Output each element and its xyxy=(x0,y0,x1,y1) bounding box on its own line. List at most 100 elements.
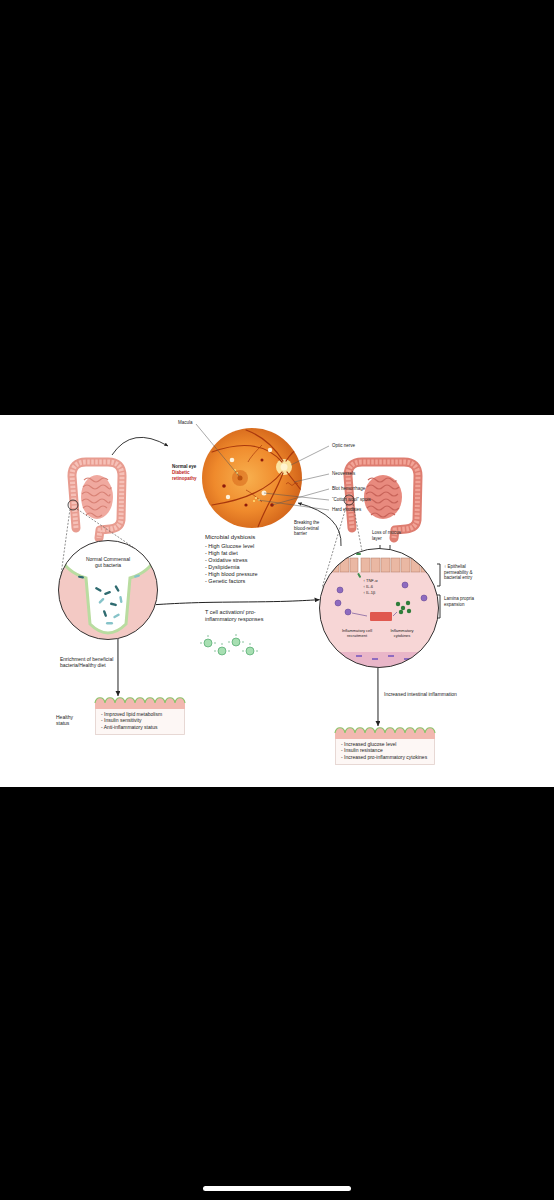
risk-factor: - Genetic factors xyxy=(205,578,305,585)
t-cells xyxy=(218,647,226,655)
outcome-item: - Improved lipid metabolism xyxy=(101,711,180,717)
panel-ground xyxy=(96,708,185,735)
left-intestine xyxy=(83,506,107,510)
circle-outline xyxy=(58,540,158,640)
eye-label: Hard exudates xyxy=(332,507,402,513)
fundus-image xyxy=(255,497,257,499)
inflamed-tissue xyxy=(347,553,351,555)
inflamed-tissue xyxy=(381,558,390,572)
healthy-crypt xyxy=(103,610,108,617)
inflamed-tissue xyxy=(407,609,411,613)
fundus-image xyxy=(226,495,230,499)
inflamed-tissue xyxy=(356,655,362,657)
left-intestine xyxy=(82,478,111,517)
right-intestine xyxy=(368,478,396,482)
right-intestine xyxy=(371,513,395,517)
healthy-crypt xyxy=(110,602,117,606)
fundus-image xyxy=(246,430,283,461)
healthy-crypt xyxy=(104,591,111,596)
healthy-crypt xyxy=(78,575,120,617)
inflamed-tissue xyxy=(406,601,410,605)
inflamed-tissue xyxy=(335,582,427,615)
fundus-image xyxy=(248,445,262,462)
leader-lines xyxy=(258,500,329,510)
healthy-crypt xyxy=(119,596,123,603)
eye-label: Neovessels xyxy=(332,471,402,477)
inflamed-tissue xyxy=(396,602,400,606)
inflamed-tissue xyxy=(372,658,378,660)
inflamed-tissue xyxy=(340,658,346,660)
leader-lines xyxy=(196,424,239,476)
inflamed-tissue xyxy=(361,558,370,572)
fundus-image xyxy=(246,445,298,502)
inflamed-tissue xyxy=(410,552,414,554)
healthy-crypt xyxy=(95,587,102,593)
edge-label: Enrichment of beneficial bacteria/Health… xyxy=(60,656,114,669)
tissue-label: Lamina propria expansion xyxy=(444,596,488,607)
section-heading: Microbial dysbiosis xyxy=(205,534,305,542)
fundus-image xyxy=(286,483,298,486)
left-intestine xyxy=(82,492,110,496)
right-intestine xyxy=(366,499,398,503)
healthy-crypt xyxy=(98,597,105,604)
healthy-crypt xyxy=(106,622,113,624)
inflamed-tissue xyxy=(319,652,439,668)
fundus-image xyxy=(244,503,247,506)
t-cells xyxy=(204,639,212,647)
eye-label: Optic nerve xyxy=(332,443,402,449)
t-cells xyxy=(200,634,258,655)
left-intestine xyxy=(68,500,78,510)
zoom-circle: Normal Commensal gut bacteria xyxy=(58,540,158,640)
inflamed-tissue xyxy=(401,558,410,572)
fundus-image xyxy=(253,500,255,502)
healthy-crypt xyxy=(134,574,140,578)
outcome-box: - Increased glucose level- Insulin resis… xyxy=(335,726,435,765)
healthy-crypt xyxy=(114,585,120,592)
outcome-item: - Anti-inflammatory status xyxy=(101,724,180,730)
inflamed-tissue xyxy=(326,655,332,657)
inflamed-tissue xyxy=(337,587,343,593)
fundus-image xyxy=(258,473,283,527)
fundus-image xyxy=(226,448,272,499)
healthy-crypt xyxy=(60,556,156,633)
leader-lines xyxy=(196,424,329,510)
circle-outline xyxy=(59,541,158,640)
inflamed-tissue xyxy=(401,606,405,610)
inflamed-tissue xyxy=(391,558,400,572)
villi-strip xyxy=(335,728,435,739)
eye-label: Blot hemorrhage xyxy=(332,486,402,492)
inflamed-tissue xyxy=(320,558,329,572)
inflamed-tissue xyxy=(388,655,394,657)
right-intestine xyxy=(367,485,399,489)
risk-factor: - Dyslipidemia xyxy=(205,564,305,571)
fundus-image xyxy=(202,428,302,528)
healthy-crypt xyxy=(60,538,156,633)
zoom-annotation: Inflammatory cytokines xyxy=(385,628,419,638)
fundus-image xyxy=(202,428,302,528)
illustration-arrows xyxy=(112,437,168,455)
inflamed-tissue xyxy=(421,595,427,601)
risk-factor: - High blood pressure xyxy=(205,571,305,578)
fundus-image xyxy=(276,459,292,475)
left-intestine xyxy=(86,513,102,517)
zoom-annotation: ↑ IL-6 xyxy=(363,584,389,589)
right-intestine xyxy=(322,462,418,588)
illustration-arrows xyxy=(437,564,440,586)
inflamed-tissue xyxy=(319,548,439,668)
villi-strip xyxy=(95,698,185,709)
fundus-image xyxy=(232,470,248,486)
mucus-lining xyxy=(95,698,185,703)
fundus-image xyxy=(212,430,301,527)
fundus-image xyxy=(212,472,282,505)
circle-outline xyxy=(320,549,439,668)
inflamed-tissue xyxy=(357,573,361,578)
right-intestine xyxy=(367,506,399,510)
zoom-annotation: Inflammatory cell recruitment xyxy=(339,628,375,638)
fundus-image xyxy=(268,448,272,452)
inflamed-tissue xyxy=(418,553,423,555)
inflamed-tissue xyxy=(396,601,411,614)
fundus-image xyxy=(230,458,235,463)
fundus-image xyxy=(212,430,301,527)
fundus-image xyxy=(212,446,282,462)
